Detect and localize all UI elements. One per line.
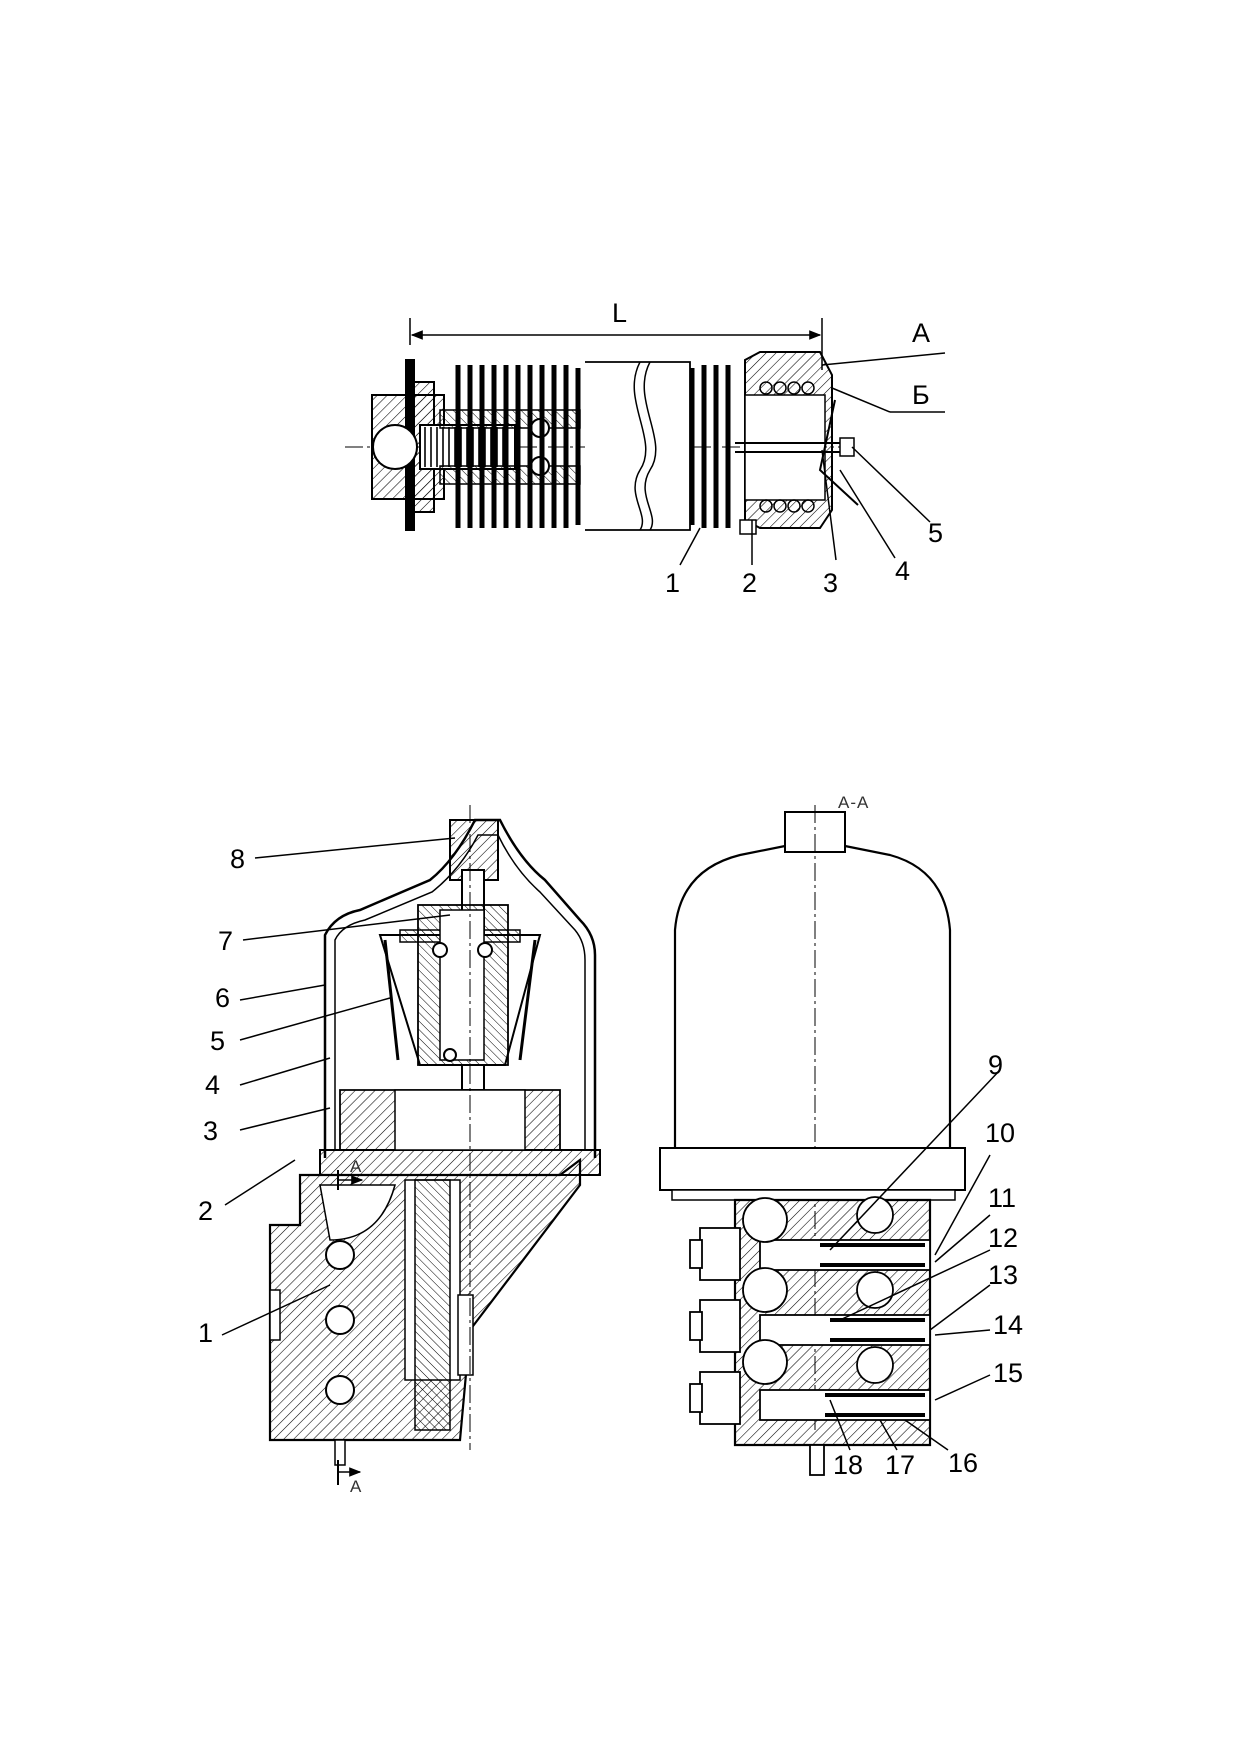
callout-top-1: 1 [665,568,681,598]
valve-rows [689,1196,931,1476]
bellows-assembly-drawing [345,318,946,566]
callout-br-14: 14 [993,1310,1024,1340]
dimension-label-L: L [612,298,628,328]
callout-br-17: 17 [885,1450,916,1480]
callout-bl-2: 2 [198,1196,214,1226]
callout-top-3: 3 [823,568,839,598]
callout-br-12: 12 [988,1223,1019,1253]
filter-sectional-drawing [221,805,601,1485]
callout-bl-4: 4 [205,1070,221,1100]
callout-bl-6: 6 [215,983,231,1013]
callout-br-18: 18 [833,1450,864,1480]
section-title-a-a: А-А [838,793,870,812]
callout-top-5: 5 [928,518,944,548]
view-label-b: Б [912,380,930,410]
section-mark-bottom: A [350,1477,363,1496]
callout-bl-1: 1 [198,1318,214,1348]
callout-br-11: 11 [988,1183,1017,1213]
callout-br-9: 9 [988,1050,1004,1080]
callout-bl-7: 7 [218,926,234,956]
callout-top-2: 2 [742,568,758,598]
left-bellows-convolutions [455,365,581,528]
section-mark-top: A [350,1157,363,1176]
callout-br-10: 10 [985,1118,1016,1148]
callout-bl-3: 3 [203,1116,219,1146]
callout-bl-5: 5 [210,1026,226,1056]
callout-br-15: 15 [993,1358,1024,1388]
view-label-a: А [912,318,931,348]
callout-br-16: 16 [948,1448,979,1478]
callout-bl-8: 8 [230,844,246,874]
right-bellows-convolutions [689,365,731,528]
callout-top-4: 4 [895,556,911,586]
section-a-a-drawing [659,805,1001,1476]
callout-br-13: 13 [988,1260,1019,1290]
